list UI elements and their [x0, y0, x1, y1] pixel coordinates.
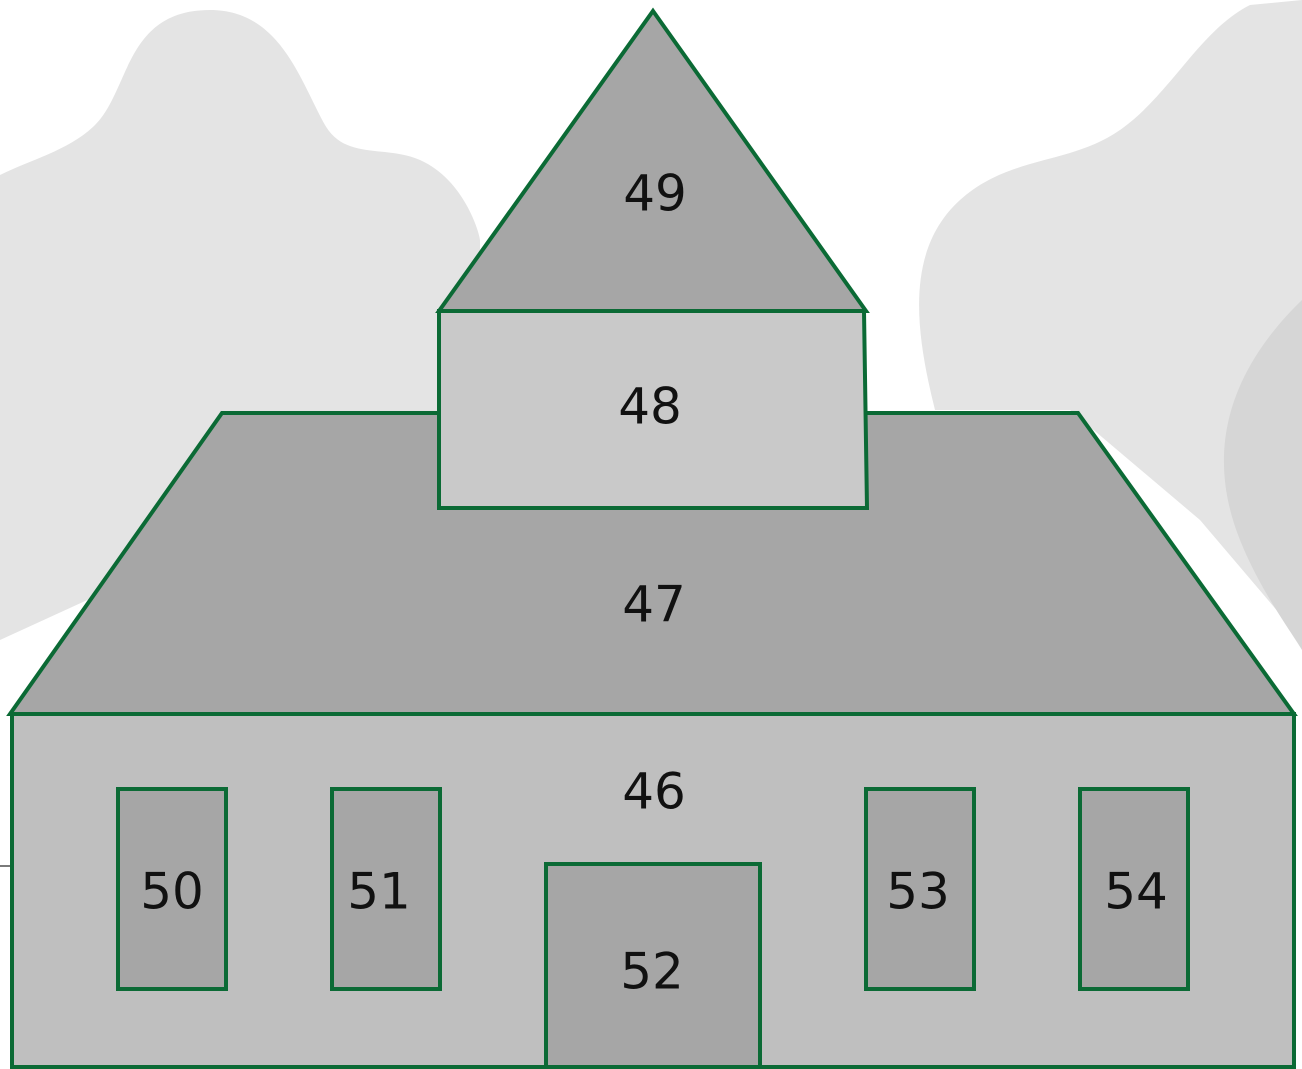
region-label-49: 49: [623, 165, 687, 223]
upper-wall: 48: [437, 309, 870, 510]
background: [0, 0, 1302, 867]
window-50-shape: [116, 787, 228, 991]
window-51-shape: [330, 787, 442, 991]
window-54: 54: [1078, 787, 1190, 991]
right-cloud-shape: [919, 0, 1302, 640]
region-label-50: 50: [140, 863, 204, 921]
upper-wall-shape: [437, 309, 870, 510]
left-cloud-shape: [0, 10, 480, 640]
region-label-52: 52: [620, 943, 684, 1001]
region-label-48: 48: [618, 378, 682, 436]
region-label-46: 46: [622, 763, 686, 821]
window-50: 50: [116, 787, 228, 991]
gable-roof-shape: [435, 7, 870, 313]
region-label-47: 47: [622, 576, 686, 634]
window-51: 51: [330, 787, 442, 991]
region-label-53: 53: [886, 863, 950, 921]
window-53: 53: [864, 787, 976, 991]
right-cloud-shade: [1223, 300, 1302, 650]
window-53-shape: [864, 787, 976, 991]
gable-roof: 49: [435, 7, 870, 313]
door-52-shape: [544, 862, 762, 1069]
window-54-shape: [1078, 787, 1190, 991]
region-label-51: 51: [347, 863, 411, 921]
region-label-54: 54: [1104, 863, 1168, 921]
door-52: 52: [544, 862, 762, 1069]
